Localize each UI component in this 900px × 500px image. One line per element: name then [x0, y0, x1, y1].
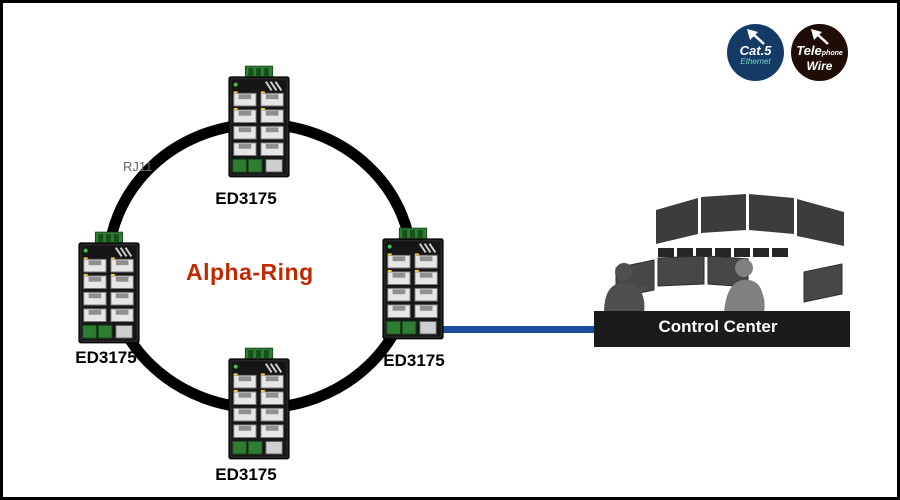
control-center-illustration	[594, 194, 850, 347]
legend-badge-cat5: Cat.5 Ethernet	[727, 24, 784, 81]
device-label-left: ED3175	[75, 348, 137, 367]
nw-arrow-icon	[810, 29, 829, 45]
nw-arrow-icon	[746, 29, 765, 45]
switch-device-icon	[225, 65, 293, 180]
legend-badge-telephone: Telephone Wire	[791, 24, 848, 81]
device-label-right: ED3175	[383, 351, 445, 370]
switch-device-icon	[75, 231, 143, 346]
device-label-bottom: ED3175	[215, 465, 277, 484]
ethernet-label: Ethernet	[740, 57, 771, 66]
operator-silhouette-right	[724, 259, 765, 313]
ethernet-switch-right	[379, 227, 447, 342]
ethernet-switch-bottom	[225, 347, 293, 462]
ethernet-switch-left	[75, 231, 143, 346]
device-label-top: ED3175	[215, 189, 277, 208]
operator-silhouette-left	[604, 263, 652, 313]
rj11-wire-label: RJ11	[123, 159, 153, 174]
ring-name-label: Alpha-Ring	[186, 259, 314, 285]
control-center-label: Control Center	[658, 317, 778, 336]
switch-device-icon	[225, 347, 293, 462]
wire-label: Wire	[806, 59, 833, 73]
ethernet-switch-top	[225, 65, 293, 180]
telephone-label: Telephone	[796, 43, 843, 58]
switch-device-icon	[379, 227, 447, 342]
ethernet-cable-line	[438, 326, 601, 333]
cat5-label: Cat.5	[739, 43, 772, 58]
